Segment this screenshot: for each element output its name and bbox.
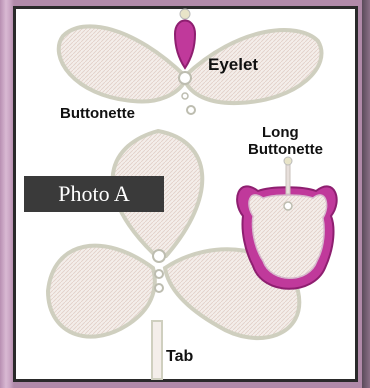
photo-caption: Photo A [24,176,164,212]
tab-label: Tab [166,349,193,365]
eyelet-label: Eyelet [208,56,258,73]
tab-stem [152,321,162,379]
buttonette-label: Buttonette [60,106,135,121]
long-label-line2: Buttonette [248,142,323,157]
long-label-line1: Long [262,125,299,140]
photo-edge [362,0,370,388]
buttonette-dot [182,93,195,114]
